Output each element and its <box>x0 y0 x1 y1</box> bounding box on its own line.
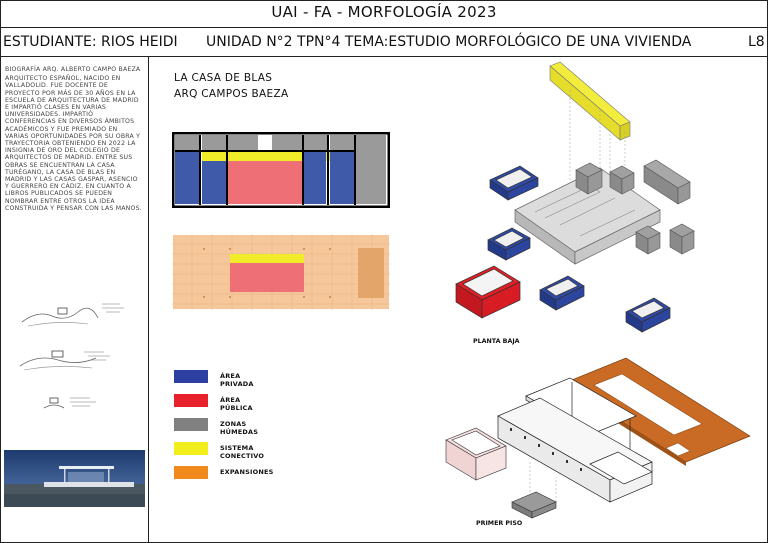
biography-title: BIOGRAFÍA ARQ. ALBERTO CAMPO BAEZA <box>5 66 141 73</box>
legend-swatch <box>174 370 208 383</box>
first-floor-exploded-axonometric <box>445 357 751 519</box>
house-title-line1: LA CASA DE BLAS <box>174 72 273 84</box>
sheet-title: UAI - FA - MORFOLOGÍA 2023 <box>271 3 497 21</box>
column-divider <box>148 56 149 543</box>
site-sketch-2 <box>19 350 110 371</box>
house-photo <box>4 450 145 507</box>
title-divider <box>0 27 768 28</box>
photo-image <box>4 450 145 507</box>
legend-swatch <box>174 418 208 431</box>
legend-label: EXPANSIONES <box>220 468 274 476</box>
biography: BIOGRAFÍA ARQ. ALBERTO CAMPO BAEZA ARQUI… <box>5 66 143 214</box>
subheader-divider <box>0 56 768 57</box>
ground-floor-exploded-axonometric <box>455 61 695 333</box>
ground-floor-caption: PLANTA BAJA <box>473 338 520 345</box>
ground-floor-plan <box>172 132 390 208</box>
first-floor-plan <box>172 234 390 310</box>
student-name: ESTUDIANTE: RIOS HEIDI <box>3 34 178 50</box>
legend-label: ZONAS HÚMEDAS <box>220 420 259 436</box>
legend-label: ÁREA PRIVADA <box>220 372 254 388</box>
site-sketch-3 <box>43 397 96 409</box>
legend-swatch <box>174 466 208 479</box>
unit-topic: UNIDAD N°2 TPN°4 TEMA:ESTUDIO MORFOLÓGIC… <box>206 34 692 50</box>
legend-label: SISTEMA CONECTIVO <box>220 444 265 460</box>
biography-text: ARQUITECTO ESPAÑOL, NACIDO EN VALLADOLID… <box>5 75 142 212</box>
first-floor-caption: PRIMER PISO <box>476 520 523 527</box>
sheet-number: L8 <box>748 34 765 50</box>
legend-swatch <box>174 394 208 407</box>
site-sketch-1 <box>21 303 124 327</box>
house-title-line2: ARQ CAMPOS BAEZA <box>174 88 289 100</box>
legend-swatch <box>174 442 208 455</box>
subheader: ESTUDIANTE: RIOS HEIDI UNIDAD N°2 TPN°4 … <box>0 34 768 52</box>
legend-label: ÁREA PÚBLICA <box>220 396 253 412</box>
